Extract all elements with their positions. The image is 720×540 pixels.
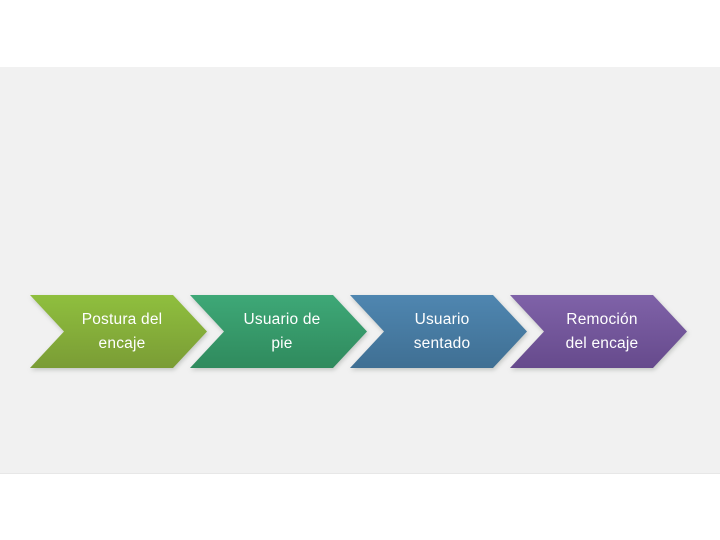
process-step-usuario-sentado: Usuario sentado: [350, 295, 528, 368]
process-step-label: Usuario de pie: [243, 310, 321, 352]
process-step-label: Remoción del encaje: [565, 310, 639, 352]
process-step-usuario-de-pie: Usuario de pie: [190, 295, 368, 368]
slide-background: Postura del encaje Usuario de pie Usuari…: [0, 67, 720, 474]
chevron-shape: Postura del encaje: [30, 295, 207, 368]
process-step-label: Usuario sentado: [413, 310, 471, 352]
process-step-postura-del-encaje: Postura del encaje: [30, 295, 208, 368]
process-step-remocion-del-encaje: Remoción del encaje: [510, 295, 688, 368]
chevron-shape: Usuario de pie: [190, 295, 367, 368]
chevron-shape: Remoción del encaje: [510, 295, 687, 368]
chevron-shape: Usuario sentado: [350, 295, 527, 368]
process-step-label: Postura del encaje: [81, 310, 163, 352]
